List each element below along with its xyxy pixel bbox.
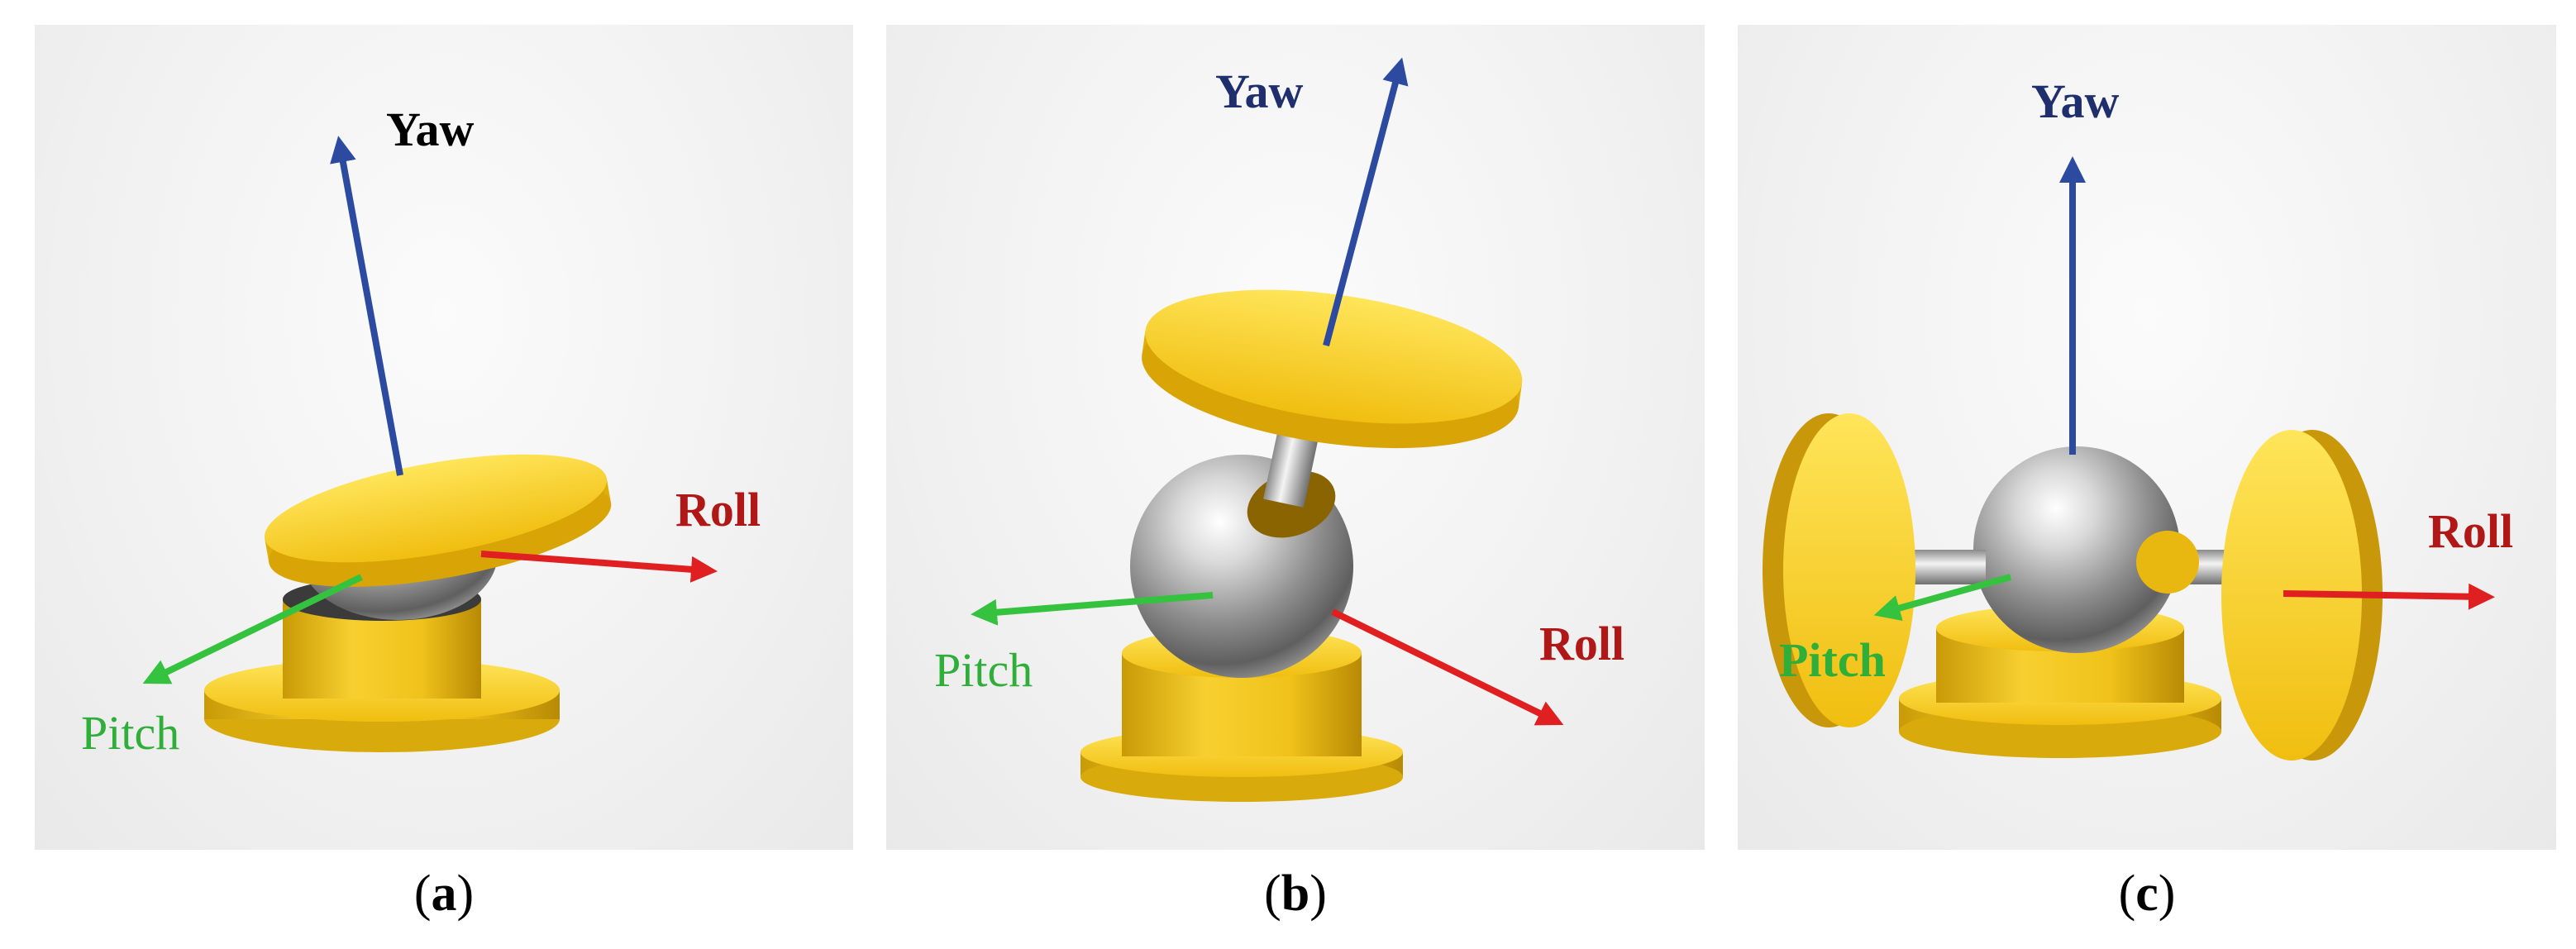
- chrome-sphere: [1973, 446, 2180, 653]
- pitch-arrow: [1873, 574, 2012, 622]
- caption-c: (c): [2118, 866, 2176, 922]
- left-disc: [1763, 413, 1915, 727]
- gimbal-illustration-c: [1763, 156, 2495, 761]
- roll-arrow: [480, 551, 718, 583]
- panel-c: Yaw Roll Pitch: [1738, 25, 2556, 850]
- caption-a: (a): [413, 866, 475, 922]
- roll-label: Roll: [2428, 504, 2514, 558]
- yaw-label: Yaw: [2031, 74, 2120, 128]
- tilted-plate: [264, 454, 612, 587]
- roll-label: Roll: [675, 483, 761, 536]
- pitch-label: Pitch: [934, 643, 1033, 697]
- yaw-arrow: [330, 136, 403, 476]
- pitch-arrow: [142, 574, 363, 684]
- roll-arrow: [2283, 583, 2495, 610]
- yaw-label: Yaw: [1215, 64, 1304, 118]
- tilted-plate: [1142, 289, 1523, 449]
- roll-label: Roll: [1539, 617, 1625, 670]
- panel-b: Yaw Roll Pitch: [886, 25, 1705, 850]
- caption-b: (b): [1264, 866, 1327, 922]
- gimbal-illustration-b: [971, 57, 1564, 802]
- gimbal-illustration-a: [142, 136, 718, 752]
- pitch-label: Pitch: [81, 706, 180, 760]
- pitch-label: Pitch: [1779, 633, 1886, 687]
- pitch-arrow: [971, 592, 1214, 626]
- yaw-label: Yaw: [386, 103, 475, 156]
- roll-arrow: [1331, 608, 1564, 726]
- panel-a: Yaw Roll Pitch: [35, 25, 853, 850]
- yaw-arrow: [1323, 57, 1409, 347]
